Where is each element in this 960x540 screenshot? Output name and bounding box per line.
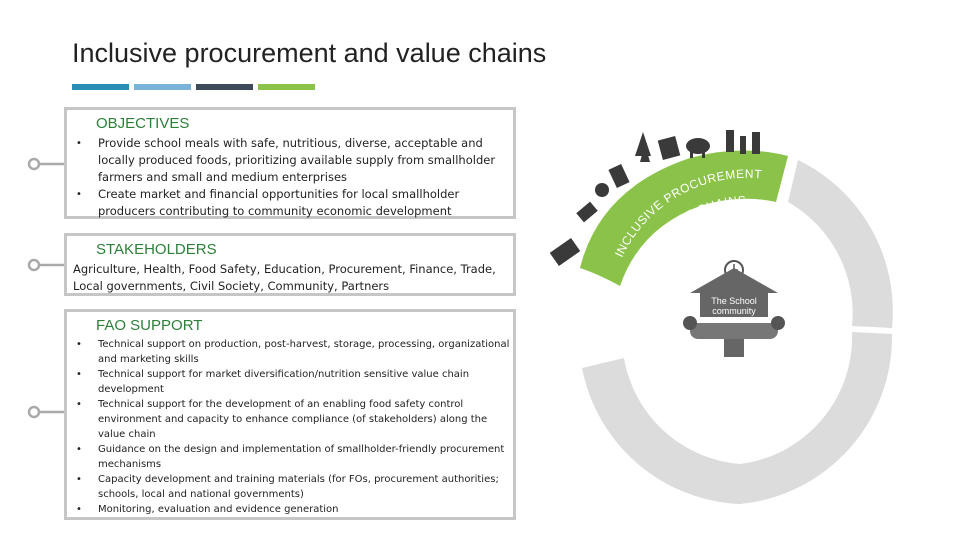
title-accent-bars [72,84,315,90]
fao-support-list: Technical support on production, post-ha… [76,337,510,517]
school-community-icon [683,260,785,357]
fao-support-item: Technical support for the development of… [76,397,510,442]
farming-scene-icon [549,130,760,267]
grey-ring-segment-right [788,160,893,328]
accent-bar-4 [258,84,315,90]
fao-support-panel: FAO SUPPORT Technical support on product… [64,309,516,520]
fao-support-item: Monitoring, evaluation and evidence gene… [76,502,510,517]
green-ring-segment [580,150,788,286]
accent-bar-2 [134,84,191,90]
page-title: Inclusive procurement and value chains [72,38,547,68]
center-label-line2: community [712,306,756,316]
fao-support-item: Capacity development and training materi… [76,472,510,502]
fao-support-heading: FAO SUPPORT [96,317,203,334]
fao-support-item: Technical support on production, post-ha… [76,337,510,367]
objectives-list: Provide school meals with safe, nutritio… [76,135,506,220]
accent-bar-3 [196,84,253,90]
stakeholders-heading: STAKEHOLDERS [96,241,217,258]
objective-item: Provide school meals with safe, nutritio… [76,135,506,186]
grey-ring-segment-bottom [582,332,893,504]
fao-support-item: Technical support for market diversifica… [76,367,510,397]
center-label-line1: The School [711,296,757,306]
objectives-heading: OBJECTIVES [96,115,190,132]
objectives-panel: OBJECTIVES Provide school meals with saf… [64,107,516,219]
stakeholders-text: Agriculture, Health, Food Safety, Educat… [73,262,496,293]
value-chain-diagram: INCLUSIVE PROCUREMENT AND VALUE CHAINS T… [549,130,893,504]
objective-item: Create market and financial opportunitie… [76,186,506,220]
stakeholders-panel: STAKEHOLDERS Agriculture, Health, Food S… [64,233,516,296]
accent-bar-1 [72,84,129,90]
fao-support-item: Guidance on the design and implementatio… [76,442,510,472]
